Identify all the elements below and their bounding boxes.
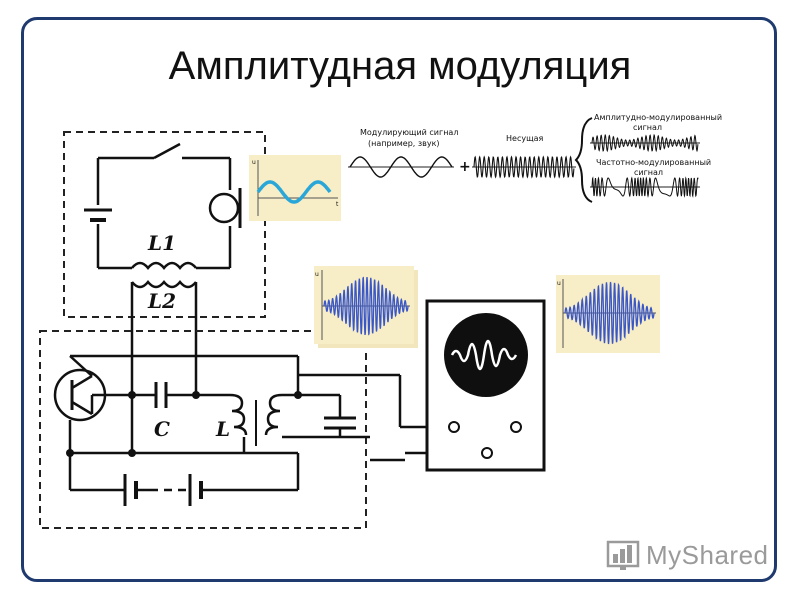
mini-plot-am-left: u xyxy=(314,266,418,348)
label-l2: L2 xyxy=(147,289,176,313)
am-wave-left xyxy=(323,276,409,336)
inductor-l-icon xyxy=(229,393,248,436)
switch-icon xyxy=(153,142,181,160)
plus-sign: + xyxy=(459,159,471,175)
brace-icon xyxy=(574,117,593,203)
signal-types-panel: Модулирующий сигнал (например, звук) + Н… xyxy=(348,113,722,203)
mini-plot-modulating: u t xyxy=(249,155,341,221)
myshared-logo: MyShared xyxy=(606,538,769,572)
fm-signal-wave xyxy=(591,176,699,198)
coil-l1-icon xyxy=(131,261,197,270)
am-signal-wave xyxy=(591,133,699,153)
modulating-signal-note: (например, звук) xyxy=(368,139,440,148)
scope-terminal-2 xyxy=(510,421,522,433)
fm-signal-label-2: сигнал xyxy=(634,168,663,177)
upper-dashed-box xyxy=(63,131,266,318)
microphone-icon xyxy=(208,192,240,224)
scope-terminal-1 xyxy=(448,421,460,433)
axis-t-label: t xyxy=(336,201,339,208)
bar-chart-icon xyxy=(606,540,640,570)
oscilloscope-screen xyxy=(444,313,528,397)
modulating-signal-wave xyxy=(349,156,453,178)
junction-dots xyxy=(66,391,302,457)
scope-trace xyxy=(450,339,518,371)
fm-signal-label-1: Частотно-модулированный xyxy=(596,158,711,167)
generator-circuit xyxy=(53,354,484,506)
lower-dashed-box xyxy=(39,330,367,529)
axis-u-label-3: u xyxy=(557,280,561,287)
am-signal-label-1: Амплитудно-модулированный xyxy=(594,113,722,122)
modulating-wave xyxy=(256,180,332,204)
scope-terminal-3 xyxy=(481,447,493,459)
carrier-label: Несущая xyxy=(506,134,544,143)
carrier-wave xyxy=(473,155,575,179)
axis-u-label: u xyxy=(252,159,256,166)
microphone-circuit xyxy=(84,142,242,395)
oscilloscope xyxy=(425,299,546,472)
label-l1: L1 xyxy=(147,231,176,255)
coil-l2-icon xyxy=(131,280,197,289)
axis-u-label-2: u xyxy=(315,271,319,278)
mini-plot-am-right: u xyxy=(556,275,660,353)
slide-title: Амплитудная модуляция xyxy=(168,44,632,88)
label-c: C xyxy=(154,417,170,441)
modulating-signal-label: Модулирующий сигнал xyxy=(360,128,458,137)
am-signal-label-2: сигнал xyxy=(633,123,662,132)
label-l: L xyxy=(215,417,230,441)
logo-text: MyShared xyxy=(646,539,769,570)
am-wave-right xyxy=(564,281,655,345)
